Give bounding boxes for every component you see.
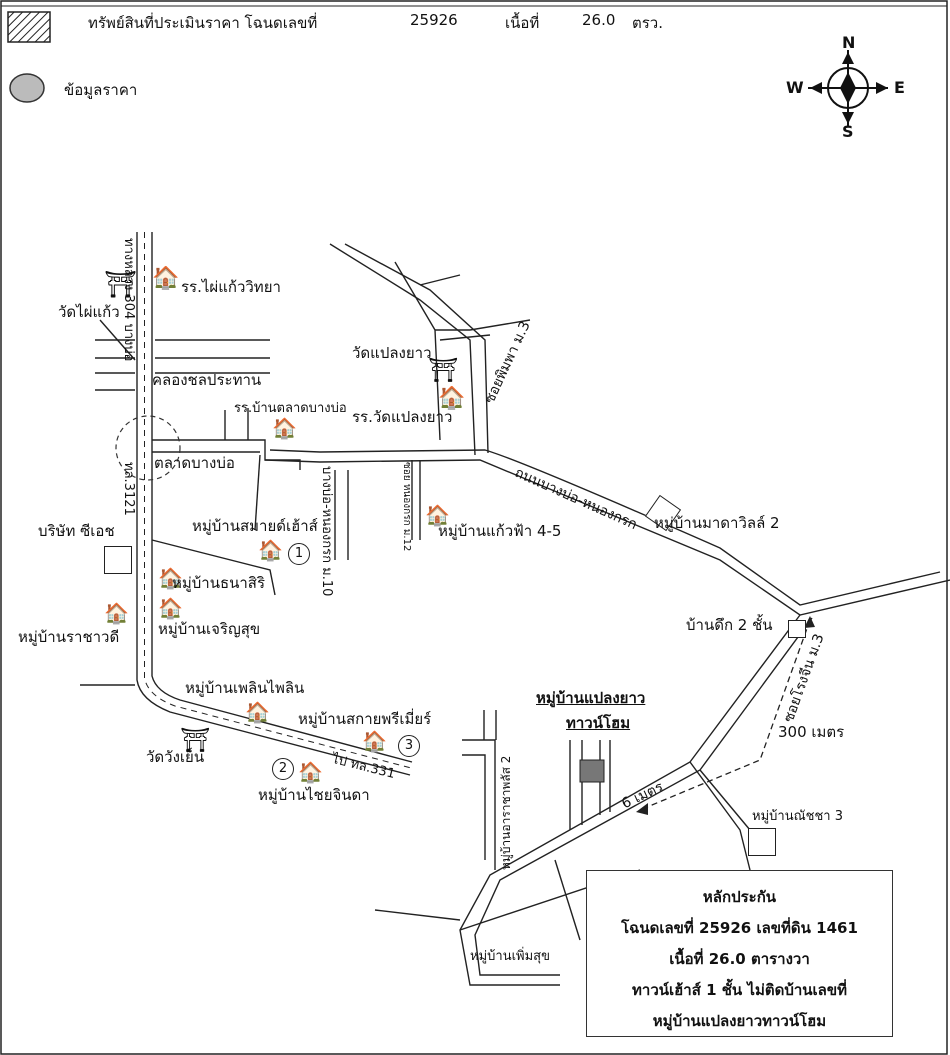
price-marker-1: 1 bbox=[288, 543, 310, 565]
house-icon: 🏠 bbox=[245, 700, 270, 724]
house-icon: 🏠 bbox=[362, 729, 387, 753]
label-vill-chai: หมู่บ้านไชยจินดา bbox=[258, 786, 370, 804]
label-vill-natcha: หมู่บ้านณัชชา 3 bbox=[752, 809, 843, 824]
info-line-3: ทาวน์เฮ้าส์ 1 ชั้น ไม่ติดบ้านเลขที่ bbox=[632, 981, 847, 999]
label-road-mu10: บางบ่อ-หนองกรก ม.10 bbox=[319, 466, 334, 597]
label-dist-300: 300 เมตร bbox=[778, 723, 845, 741]
label-vill-samai: หมู่บ้านสมายด์เฮ้าส์ bbox=[192, 517, 318, 535]
house-icon: 🏠 bbox=[272, 416, 297, 440]
deed-number: 25926 bbox=[410, 11, 458, 29]
label-vill-plaeng-2: ทาวน์โฮม bbox=[566, 714, 631, 732]
label-vill-kaewfa: หมู่บ้านแก้วฟ้า 4-5 bbox=[438, 522, 562, 540]
price-data-legend-label: ข้อมูลราคา bbox=[64, 81, 138, 99]
compass-south: S bbox=[842, 122, 854, 141]
label-vill-thana: หมู่บ้านธนาสิริ bbox=[172, 574, 266, 592]
label-vill-racha: หมู่บ้านราชาวดี bbox=[18, 628, 120, 646]
subject-property bbox=[579, 759, 605, 783]
area-label: เนื้อที่ bbox=[505, 14, 540, 32]
price-marker-3: 3 bbox=[398, 735, 420, 757]
label-temple-wangyen: วัดวังเย็น bbox=[146, 748, 205, 766]
price-marker-2: 2 bbox=[272, 758, 294, 780]
info-line-4: หมู่บ้านแปลงยาวทาวน์โฮม bbox=[652, 1012, 827, 1030]
label-road-304: ทางหลวง 304 บางบ่อ bbox=[121, 238, 136, 362]
label-road-3121: ทล.3121 bbox=[121, 462, 136, 516]
info-line-2: เนื้อที่ 26.0 ตารางวา bbox=[669, 950, 810, 968]
label-vill-mada: หมู่บ้านมาดาวิลล์ 2 bbox=[654, 514, 780, 532]
hatch-legend-label: ทรัพย์สินที่ประเมินราคา โฉนดเลขที่ bbox=[88, 14, 318, 32]
bandik-box bbox=[788, 620, 806, 638]
label-school-phaikaeo: รร.ไผ่แก้ววิทยา bbox=[181, 278, 281, 296]
info-title: หลักประกัน bbox=[702, 888, 777, 906]
label-vill-sakai: หมู่บ้านสกายพรีเมี่ยร์ bbox=[298, 710, 432, 728]
hatch-legend-swatch bbox=[7, 11, 51, 43]
label-temple-plaeng: วัดแปลงยาว bbox=[352, 344, 432, 362]
house-icon: 🏠 bbox=[425, 503, 450, 527]
label-temple-phaikaeo: วัดไผ่แก้ว bbox=[58, 303, 120, 321]
market-circle bbox=[115, 415, 181, 481]
school-icon: 🏠 bbox=[438, 386, 466, 411]
label-vill-phoem: หมู่บ้านเพิ่มสุข bbox=[470, 949, 550, 964]
label-road-mu12: ซอย หนองกรก ม.12 bbox=[401, 462, 412, 552]
label-road-arsa: หมู่บ้านอาราชาพลัส 2 bbox=[499, 755, 513, 870]
label-vill-phloen: หมู่บ้านเพลินไพลิน bbox=[185, 679, 305, 697]
area-unit: ตรว. bbox=[632, 14, 663, 32]
label-school-talat: รร.บ้านตลาดบางบ่อ bbox=[234, 401, 347, 416]
label-market: ตลาดบางบ่อ bbox=[154, 454, 235, 472]
temple-icon: ⛩ bbox=[428, 356, 459, 384]
house-icon: 🏠 bbox=[158, 566, 183, 590]
label-bandik: บ้านดึก 2 ชั้น bbox=[686, 616, 773, 634]
label-school-plaeng: รร.วัดแปลงยาว bbox=[352, 408, 453, 426]
house-icon: 🏠 bbox=[298, 760, 323, 784]
area-value: 26.0 bbox=[582, 11, 616, 29]
compass-east: E bbox=[894, 78, 905, 97]
natcha-box bbox=[748, 828, 776, 856]
company-box bbox=[104, 546, 132, 574]
compass-north: N bbox=[842, 33, 856, 52]
house-icon: 🏠 bbox=[258, 538, 283, 562]
house-icon: 🏠 bbox=[104, 601, 129, 625]
house-icon: 🏠 bbox=[158, 596, 183, 620]
temple-icon: ⛩ bbox=[104, 270, 138, 300]
temple-icon: ⛩ bbox=[180, 726, 211, 754]
collateral-info-box: หลักประกัน โฉนดเลขที่ 25926 เลขที่ดิน 14… bbox=[586, 870, 893, 1037]
roads bbox=[80, 232, 950, 986]
label-canal: คลองชลประทาน bbox=[152, 371, 262, 389]
school-icon: 🏠 bbox=[152, 266, 180, 291]
compass-west: W bbox=[786, 78, 804, 97]
label-company: บริษัท ซีเอช bbox=[38, 522, 115, 540]
info-line-1: โฉนดเลขที่ 25926 เลขที่ดิน 1461 bbox=[621, 919, 858, 937]
label-vill-plaeng-1: หมู่บ้านแปลงยาว bbox=[536, 689, 646, 707]
label-vill-charoen: หมู่บ้านเจริญสุข bbox=[158, 620, 261, 638]
price-data-legend-circle bbox=[9, 73, 45, 103]
